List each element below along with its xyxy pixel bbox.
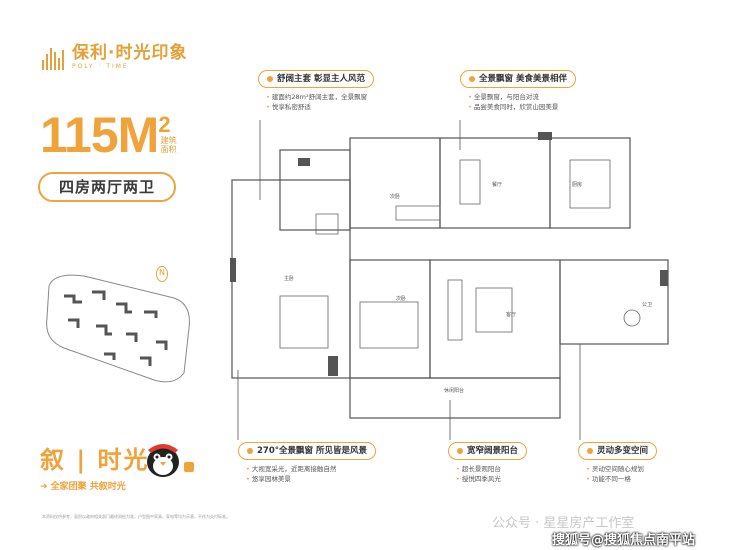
cup-icon xyxy=(184,462,194,472)
callout-view: 全景飘窗 美食美景相伴 全景飘窗，与阳台对流 品尝美食同时，欣赏山园美景 xyxy=(460,70,576,112)
brand-name: 保利·时光印象 xyxy=(72,43,188,63)
site-map xyxy=(46,274,190,383)
slogan-title: 叙 | 时光 xyxy=(40,446,150,474)
callout-balcony: 宽窄阔景阳台 超长景观阳台 授悦四季风光 xyxy=(448,442,528,484)
area-number: 115M xyxy=(40,107,159,163)
area-superscript: 2 xyxy=(158,112,171,137)
mascot-icon xyxy=(147,444,179,477)
callout-balcony-desc-1: 超长景观阳台 xyxy=(456,464,527,474)
callout-flex: 灵动多变空间 灵动空间随心规划 功能不同一格 xyxy=(578,442,658,484)
watermark-top: 公众号 · 星星房产工作室 xyxy=(492,516,635,531)
brand-mark-icon xyxy=(42,48,64,70)
callout-flex-desc-2: 功能不同一格 xyxy=(586,474,657,484)
watermark-bottom: 搜狐号@搜狐焦点南平站 xyxy=(552,533,696,548)
callout-panorama-title: 270°全景飘窗 所见皆是风景 xyxy=(257,446,367,456)
callout-balcony-title: 宽窄阔景阳台 xyxy=(467,446,519,456)
callout-master-title: 舒阔主套 彰显主人风范 xyxy=(277,74,365,84)
room-label-kitchen: 厨房 xyxy=(572,181,582,188)
callout-panorama-desc-1: 大视宽采光，近距离接触自然 xyxy=(246,464,376,474)
layout-tag: 四房两厅两卫 xyxy=(38,172,176,202)
area-note: 建筑面积 xyxy=(160,136,177,154)
unit-area: 115M 2 建筑面积 xyxy=(40,110,179,160)
callout-master-desc-1: 建面约28m²舒阔主套，全景飘窗 xyxy=(266,92,374,102)
slogan: 叙 | 时光 ➜ 全家团聚 共叙时光 xyxy=(40,440,149,492)
room-label-master-bedroom: 主卧 xyxy=(284,275,294,282)
callout-balcony-desc-2: 授悦四季风光 xyxy=(456,474,527,484)
disclaimer: 本资料仅供参考，面积以政府相关部门最终测绘为准，户型图中家具、家电等均为示意，不… xyxy=(42,514,230,519)
callout-flex-desc-1: 灵动空间随心规划 xyxy=(586,464,657,474)
slogan-subtitle: ➜ 全家团聚 共叙时光 xyxy=(40,482,126,492)
room-label-bedroom-2: 次卧 xyxy=(396,295,406,302)
room-label-dining: 餐厅 xyxy=(492,181,502,188)
callout-master: 舒阔主套 彰显主人风范 建面约28m²舒阔主套，全景飘窗 悦享私密舒适 xyxy=(258,70,374,112)
room-label-bathroom: 公卫 xyxy=(642,302,652,308)
room-label-bedroom-1: 次卧 xyxy=(390,193,400,200)
callout-view-desc-1: 全景飘窗，与阳台对流 xyxy=(468,92,576,102)
callout-panorama-desc-2: 悠享园林美景 xyxy=(246,474,376,484)
floor-plan: 主卧 次卧 次卧 餐厅 厨房 客厅 公卫 休闲阳台 xyxy=(230,120,669,440)
compass-north-icon: N xyxy=(156,266,168,282)
callout-view-desc-2: 品尝美食同时，欣赏山园美景 xyxy=(468,102,576,112)
room-label-balcony: 休闲阳台 xyxy=(444,387,464,394)
room-label-living: 客厅 xyxy=(506,311,516,318)
callout-flex-title: 灵动多变空间 xyxy=(597,446,649,456)
callout-view-title: 全景飘窗 美食美景相伴 xyxy=(479,74,567,84)
brand-logo: 保利·时光印象 POLY · TIME xyxy=(42,38,187,70)
callout-panorama: 270°全景飘窗 所见皆是风景 大视宽采光，近距离接触自然 悠享园林美景 xyxy=(238,442,376,484)
callout-master-desc-2: 悦享私密舒适 xyxy=(266,102,374,112)
brand-subname: POLY · TIME xyxy=(72,63,129,70)
